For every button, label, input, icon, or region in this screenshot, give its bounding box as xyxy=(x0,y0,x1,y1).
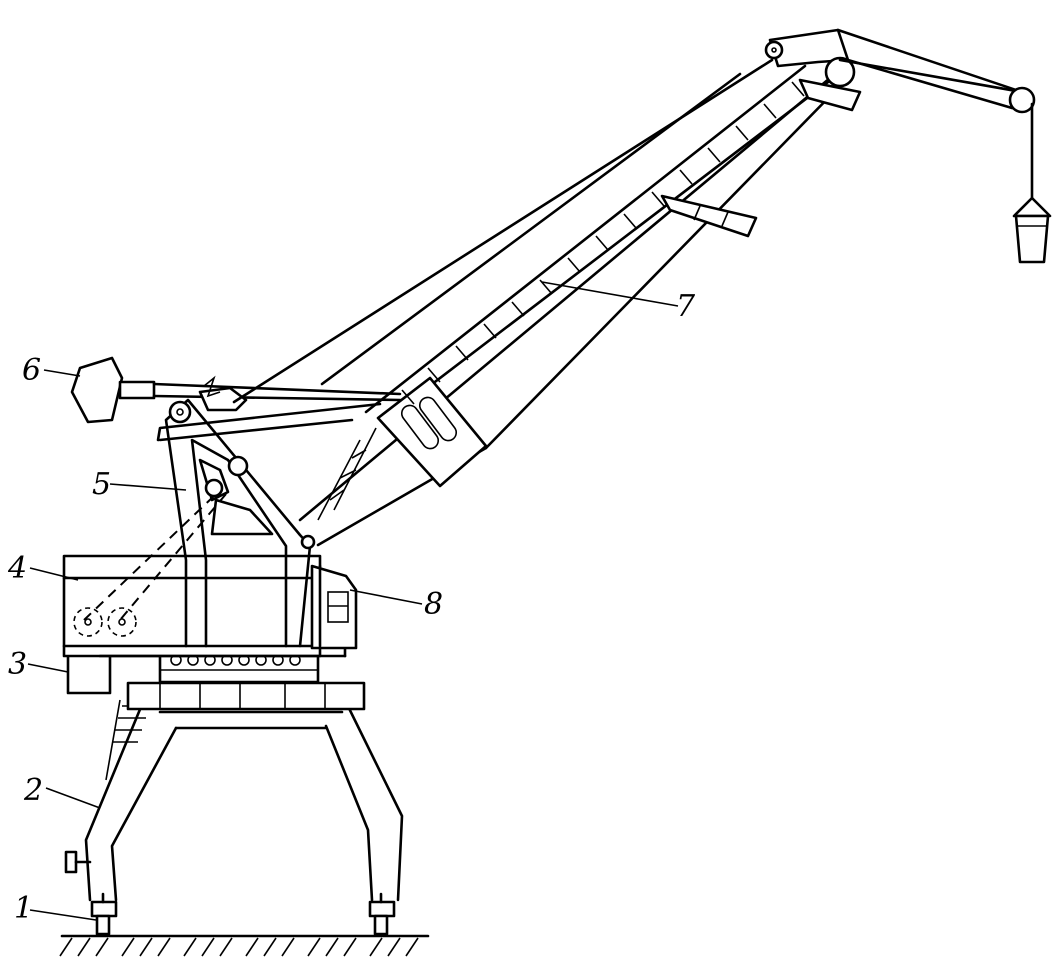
callout-1: 1 xyxy=(14,891,33,926)
callout-5: 5 xyxy=(92,467,111,502)
rail-wheel-bogie-left xyxy=(90,892,118,936)
tower-frame xyxy=(83,398,316,648)
operator-cabin xyxy=(310,564,358,650)
counterweight xyxy=(66,653,112,695)
callout-6: 6 xyxy=(22,353,41,388)
callout-3: 3 xyxy=(8,647,27,682)
cargo-hook xyxy=(1012,196,1052,264)
callout-2: 2 xyxy=(23,773,43,808)
boom-balance-arm xyxy=(70,356,402,442)
callout-8: 8 xyxy=(424,587,443,622)
rail-wheel-bogie-right xyxy=(368,892,396,936)
rotating-platform xyxy=(62,554,347,658)
portal-platform xyxy=(126,681,366,711)
ground xyxy=(59,934,430,957)
callout-4: 4 xyxy=(7,551,27,586)
callout-leaders xyxy=(27,281,679,921)
lattice-boom xyxy=(298,64,862,547)
callout-labels: 1 2 3 4 5 6 7 8 xyxy=(7,289,696,926)
boom-tip-assembly xyxy=(232,28,1036,404)
portal-legs xyxy=(64,688,404,902)
callout-7: 7 xyxy=(676,289,696,324)
